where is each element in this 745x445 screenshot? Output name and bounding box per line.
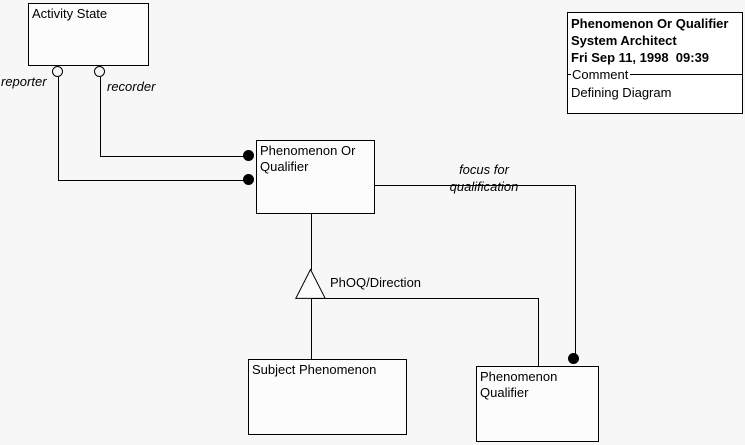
- divider-tick: [568, 74, 571, 75]
- title-block[interactable]: Phenomenon Or Qualifier System Architect…: [567, 12, 743, 114]
- node-label: Subject Phenomenon: [252, 362, 377, 377]
- edge-label-line: qualification: [449, 179, 519, 194]
- title-block-comment-label: Comment: [572, 67, 629, 82]
- hollow-circle-endpoint-icon: [52, 66, 63, 77]
- edge-label-reporter: reporter: [1, 74, 47, 89]
- node-phenomenon-qualifier[interactable]: Phenomenon Qualifier: [476, 366, 599, 442]
- edge-label-line: focus for: [459, 162, 509, 177]
- connector-phoq-direction[interactable]: [538, 298, 539, 366]
- title-block-comment-divider: Comment: [568, 67, 742, 82]
- connector-reporter[interactable]: [58, 180, 246, 181]
- title-block-tool-name: System Architect: [571, 33, 677, 48]
- title-block-comment-value: Defining Diagram: [571, 85, 672, 100]
- connector-reporter[interactable]: [58, 77, 59, 181]
- node-activity-state[interactable]: Activity State: [28, 3, 149, 66]
- filled-ball-endpoint-icon: [243, 150, 254, 161]
- node-phenomenon-or-qualifier[interactable]: Phenomenon Or Qualifier: [256, 140, 375, 214]
- divider-rule: [630, 74, 742, 75]
- connector-recorder[interactable]: [100, 77, 101, 157]
- connector-phoq-direction[interactable]: [311, 213, 312, 270]
- node-label: Phenomenon Qualifier: [480, 369, 558, 400]
- connector-focus-for-qualification[interactable]: [374, 185, 575, 186]
- connector-subject-phenomenon[interactable]: [311, 298, 312, 359]
- triangle-junction-icon[interactable]: [295, 268, 326, 299]
- node-subject-phenomenon[interactable]: Subject Phenomenon: [248, 359, 407, 435]
- filled-ball-endpoint-icon: [243, 174, 254, 185]
- node-label: Activity State: [32, 6, 108, 21]
- hollow-circle-endpoint-icon: [94, 66, 105, 77]
- connector-phoq-direction[interactable]: [311, 298, 538, 299]
- edge-label-phoq-direction: PhOQ/Direction: [330, 275, 422, 290]
- filled-ball-endpoint-icon: [568, 353, 579, 364]
- node-label: Phenomenon Or Qualifier: [260, 143, 356, 174]
- title-block-datetime: Fri Sep 11, 1998 09:39: [571, 50, 710, 65]
- title-block-diagram-title: Phenomenon Or Qualifier: [571, 16, 729, 31]
- connector-focus-for-qualification[interactable]: [575, 185, 576, 357]
- connector-recorder[interactable]: [100, 156, 246, 157]
- edge-label-recorder: recorder: [107, 79, 156, 94]
- edge-label-focus-for-qualification: focus for qualification: [408, 161, 560, 195]
